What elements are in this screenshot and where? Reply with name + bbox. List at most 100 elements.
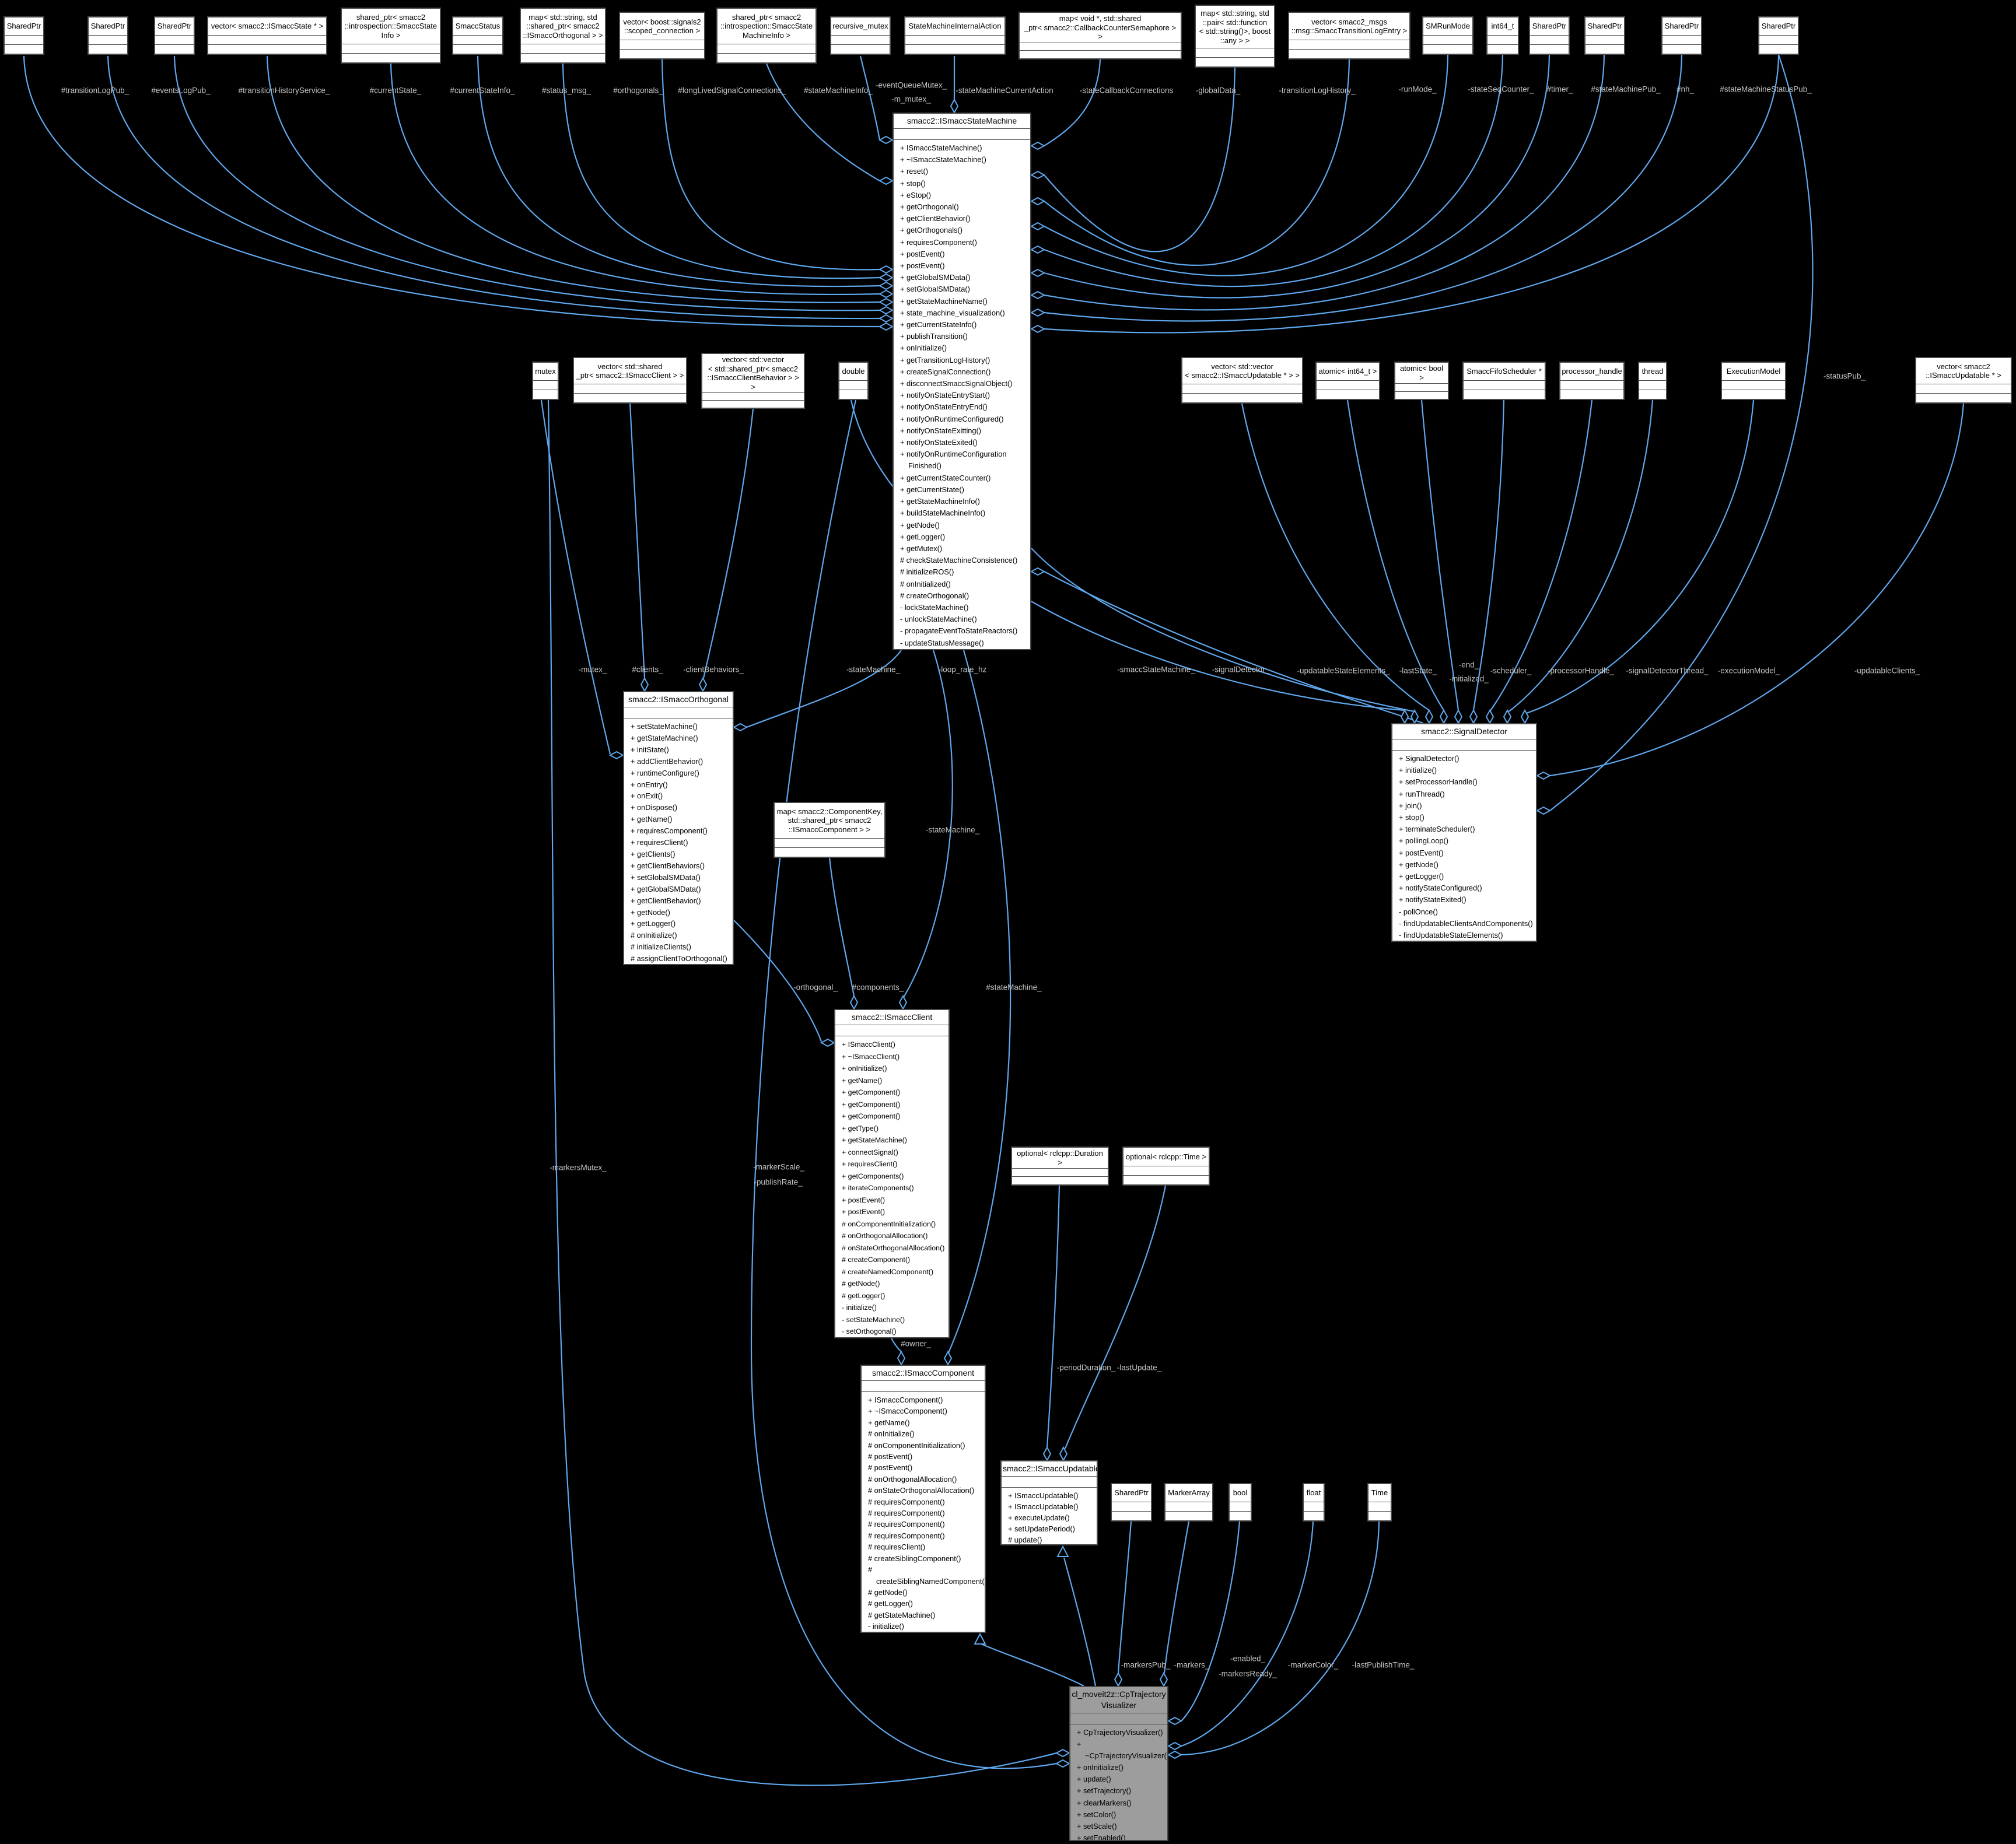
aggregation-diamond <box>878 176 894 185</box>
class-member: + getType() <box>842 1124 879 1133</box>
edge-label: #status_msg_ <box>541 86 592 95</box>
aggregation-diamond <box>1520 709 1530 725</box>
type-node-title: map< smacc2::ComponentKey, std::shared_p… <box>775 803 884 839</box>
class-members: + ISmaccStateMachine()+ ~ISmaccStateMach… <box>894 140 1030 649</box>
class-member: - updateStatusMessage() <box>900 638 984 647</box>
type-node-attributes-compartment <box>1112 1502 1151 1512</box>
class-member: + getName() <box>842 1076 883 1085</box>
class-attributes-compartment <box>624 707 733 718</box>
class-member: + connectSignal() <box>842 1148 898 1156</box>
edge-label: -processorHandle_ <box>1547 666 1615 675</box>
edge <box>733 920 822 1042</box>
edge <box>629 403 646 679</box>
edge-label: #transitionHistoryService_ <box>238 86 330 95</box>
aggregation-diamond <box>1030 324 1046 334</box>
type-node: bool <box>1228 1483 1252 1522</box>
type-node: map< smacc2::ComponentKey, std::shared_p… <box>774 802 886 858</box>
class-member: + createSignalConnection() <box>900 367 991 376</box>
class-member: + getClientBehaviors() <box>631 861 705 870</box>
edge-label: -scheduler_ <box>1490 666 1532 675</box>
class-member: + setColor() <box>1077 1810 1116 1819</box>
class-node[interactable]: smacc2::ISmaccOrthogonal + setStateMachi… <box>623 691 734 965</box>
type-node-title: vector< smacc2 ::ISmaccUpdatable * > <box>1916 358 2011 384</box>
type-node: SmaccStatus <box>452 16 503 55</box>
class-member: + getOrthogonal() <box>900 202 959 212</box>
class-node[interactable]: smacc2::SignalDetector + SignalDetector(… <box>1391 723 1537 942</box>
type-node-methods-compartment <box>620 50 704 58</box>
type-node: optional< rclcpp::Time > <box>1122 1147 1210 1186</box>
type-node: SharedPtr <box>88 16 128 55</box>
class-member: + disconnectSmaccSignalObject() <box>900 379 1013 388</box>
type-node-title: vector< boost::signals2 ::scoped_connect… <box>620 13 704 40</box>
type-node-title: double <box>839 363 867 381</box>
class-member: + ISmaccUpdatable() <box>1008 1491 1079 1500</box>
type-node: SharedPtr <box>1661 16 1702 55</box>
edge <box>947 650 1012 1355</box>
class-member: + initialize() <box>1399 766 1437 775</box>
edge-label: -initialized_ <box>1449 674 1489 683</box>
type-node-methods-compartment <box>718 54 816 62</box>
type-node: mutex <box>532 362 559 400</box>
class-member: - findUpdatableClientsAndComponents() <box>1399 919 1533 928</box>
type-node-methods-compartment <box>1488 45 1518 54</box>
class-member: + getCurrentStateInfo() <box>900 320 977 329</box>
type-node-attributes-compartment <box>1289 40 1409 50</box>
aggregation-diamond <box>608 751 625 760</box>
class-node[interactable]: smacc2::ISmaccComponent + ISmaccComponen… <box>860 1365 986 1633</box>
type-node-methods-compartment <box>1182 394 1302 402</box>
type-node: vector< std::vector < std::shared_ptr< s… <box>701 353 805 409</box>
class-member: + getNode() <box>631 907 670 917</box>
type-node: ExecutionModel <box>1721 362 1786 400</box>
aggregation-diamond <box>1167 1750 1183 1759</box>
edge <box>390 63 880 295</box>
type-node-methods-compartment <box>839 390 867 399</box>
type-node-title: map< std::string, std ::shared_ptr< smac… <box>521 9 605 44</box>
type-node-attributes-compartment <box>533 381 558 390</box>
class-attributes-compartment <box>1002 1477 1097 1488</box>
aggregation-diamond <box>878 273 894 282</box>
type-node: SMRunMode <box>1422 16 1474 55</box>
type-node: map< void *, std::shared _ptr< smacc2::C… <box>1019 12 1182 59</box>
class-member: - propagateEventToStateReactors() <box>900 626 1018 636</box>
class-node[interactable]: smacc2::ISmaccClient + ISmaccClient()+ ~… <box>834 1009 950 1338</box>
aggregation-diamond <box>1059 1446 1068 1462</box>
class-member: + setGlobalSMData() <box>631 872 701 882</box>
type-node-methods-compartment <box>775 848 884 857</box>
aggregation-diamond <box>878 281 894 290</box>
class-member: + state_machine_visualization() <box>900 308 1005 317</box>
class-node[interactable]: smacc2::ISmaccUpdatable + ISmaccUpdatabl… <box>1000 1460 1098 1545</box>
class-member: + getClientBehavior() <box>631 896 701 905</box>
edge <box>981 1643 1084 1687</box>
edge-label: #nh_ <box>1676 85 1695 94</box>
class-member: + notifyStateConfigured() <box>1399 884 1482 893</box>
class-member: + onInitialize() <box>842 1064 887 1072</box>
class-member: + notifyOnStateExitting() <box>900 426 982 435</box>
type-node-attributes-compartment <box>1304 1502 1324 1512</box>
type-node-attributes-compartment <box>1012 1169 1108 1177</box>
type-node: vector< std::shared _ptr< smacc2::ISmacc… <box>573 357 687 404</box>
type-node-title: map< std::string, std ::pair< std::funct… <box>1196 6 1274 48</box>
class-member: # requiresComponent() <box>868 1520 945 1529</box>
edge-label: #components_ <box>852 983 904 992</box>
type-node: StateMachineInternalAction <box>904 16 1006 55</box>
type-node: optional< rclcpp::Duration > <box>1011 1147 1109 1186</box>
class-member: + postEvent() <box>900 249 945 258</box>
class-member: # getStateMachine() <box>868 1610 936 1619</box>
type-node-title: SharedPtr <box>1112 1484 1151 1502</box>
class-member: + getStateMachineName() <box>900 296 988 306</box>
class-members: + ISmaccComponent()+ ~ISmaccComponent()+… <box>862 1392 985 1632</box>
type-node-title: atomic< int64_t > <box>1317 363 1379 381</box>
type-node-title: SMRunMode <box>1423 17 1472 36</box>
class-member: + getComponent() <box>842 1088 901 1096</box>
type-node-methods-compartment <box>1759 45 1798 54</box>
edge <box>1044 59 1101 146</box>
class-node[interactable]: cl_moveit2z::CpTrajectory Visualizer + C… <box>1069 1686 1168 1841</box>
type-node: double <box>838 362 869 400</box>
edge-label: -markersMutex_ <box>550 1163 607 1172</box>
class-node[interactable]: smacc2::ISmaccStateMachine + ISmaccState… <box>892 113 1031 650</box>
edge-label: #currentStateInfo_ <box>450 86 515 95</box>
class-member: + getMutex() <box>900 544 943 553</box>
type-node-attributes-compartment <box>1166 1502 1212 1512</box>
edge <box>1489 399 1593 712</box>
